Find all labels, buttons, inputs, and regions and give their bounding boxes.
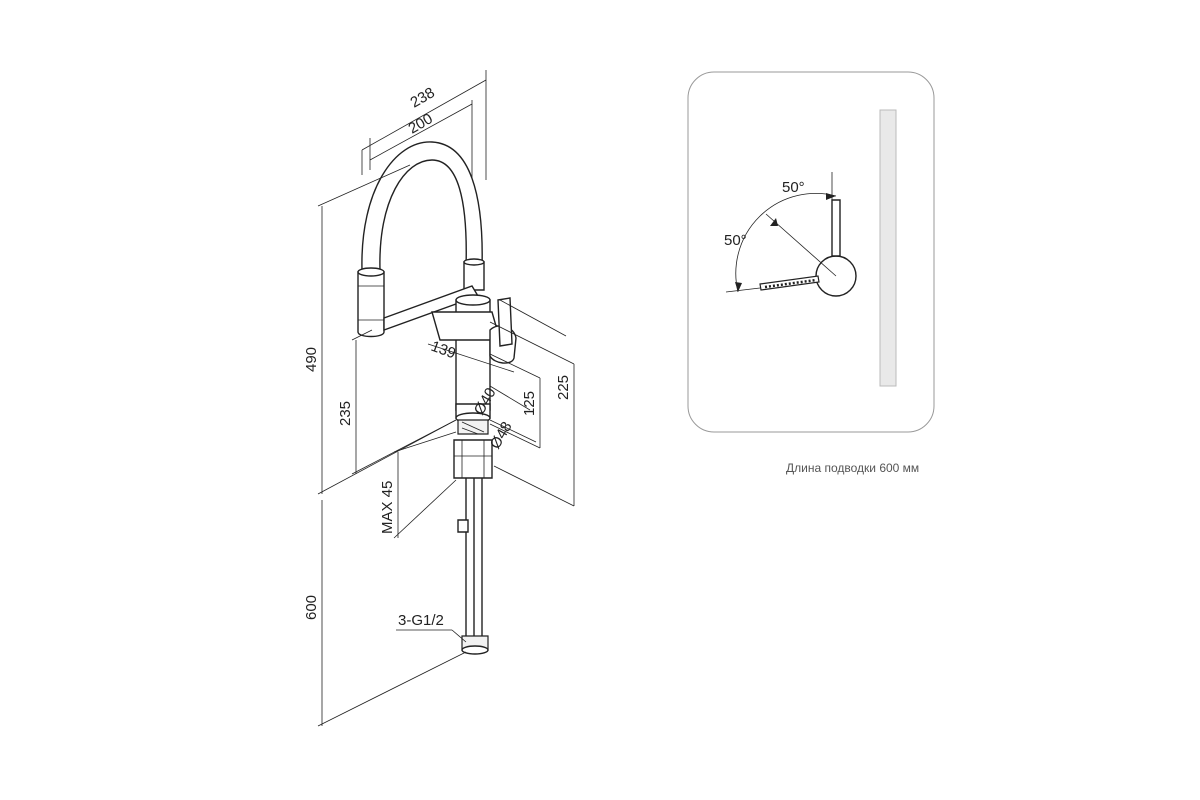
mounting-clamp (453, 439, 493, 479)
hose-length-caption: Длина подводки 600 мм (786, 461, 920, 475)
dim-200: 200 (406, 110, 436, 137)
spout-arch (361, 141, 483, 271)
lever-rotation-diagram: 50° 50° (687, 71, 935, 433)
dim-d48: Ø48 (487, 419, 516, 452)
diagram-frame (687, 71, 935, 433)
angle-top-label: 50° (782, 179, 805, 196)
dim-225: 225 (555, 375, 572, 400)
dim-139: 139 (429, 338, 458, 363)
dim-600: 600 (303, 595, 320, 620)
hose-tag (457, 519, 469, 533)
faucet-drawing: 238 200 490 235 MAX 45 600 139 225 125 Ø… (303, 70, 575, 727)
lever (497, 297, 513, 347)
dim-235: 235 (337, 401, 354, 426)
arch-collar (463, 261, 485, 291)
dim-thread: 3-G1/2 (398, 612, 444, 629)
angle-bisector (765, 213, 837, 277)
wall-strip (879, 109, 897, 387)
dim-125: 125 (521, 391, 538, 416)
spray-head (357, 271, 385, 338)
dim-max45: MAX 45 (379, 481, 396, 534)
dim-line-139 (427, 343, 515, 373)
dim-238: 238 (408, 84, 438, 111)
dim-490: 490 (303, 347, 320, 372)
dim-line-238 (361, 79, 487, 151)
dim-line-200 (369, 103, 473, 161)
lever-vertical (831, 199, 841, 257)
rotation-arc (735, 193, 837, 293)
angle-side-label: 50° (724, 232, 747, 249)
